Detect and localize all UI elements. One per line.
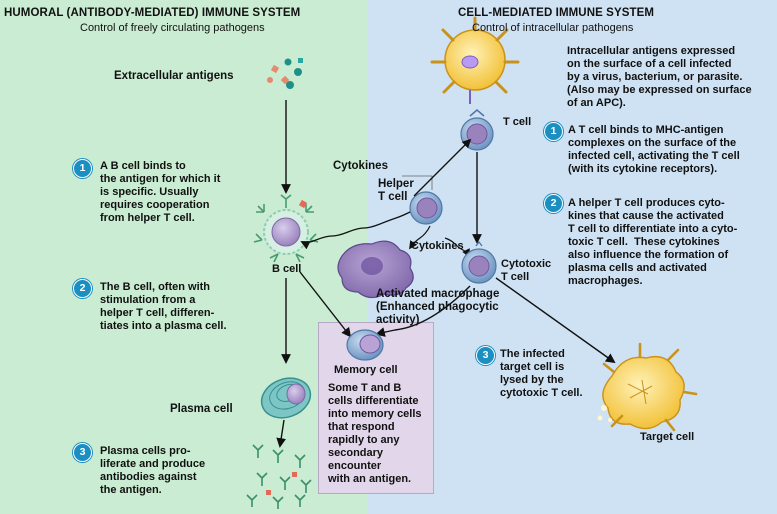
step-text-right-2: A helper T cell produces cyto- kines tha… <box>568 197 738 287</box>
extracellular-antigens-icon <box>267 58 303 89</box>
humoral-panel <box>0 0 368 514</box>
cytokines-label-top: Cytokines <box>333 160 388 172</box>
helper-t-cell-label: Helper T cell <box>378 178 414 203</box>
memory-cell-text: Some T and B cells differentiate into me… <box>328 382 422 485</box>
cytokine-arrow-to-macrophage <box>409 225 431 250</box>
target-cell-icon <box>597 342 698 432</box>
cytotoxic-t-cell-label: Cytotoxic T cell <box>501 258 552 283</box>
step-badge-right-1: 1 <box>544 122 563 141</box>
cell-mediated-subtitle: Control of intracellular pathogens <box>472 22 634 34</box>
cytokine-arrow-to-tcell <box>413 138 472 197</box>
cytokine-arrow-to-bcell <box>300 211 411 250</box>
step-badge-left-2: 2 <box>73 279 92 298</box>
memory-cell-label: Memory cell <box>334 364 398 376</box>
step-text-left-1: A B cell binds to the antigen for which … <box>100 160 221 224</box>
step-badge-right-3: 3 <box>476 346 495 365</box>
b-cell-icon <box>253 194 319 263</box>
step-badge-right-2: 2 <box>544 194 563 213</box>
cell-mediated-title: CELL-MEDIATED IMMUNE SYSTEM <box>458 7 655 19</box>
humoral-subtitle: Control of freely circulating pathogens <box>80 22 265 34</box>
cytokine-arrow-to-cytotoxic <box>444 237 470 258</box>
target-cell-label: Target cell <box>640 431 695 443</box>
step-text-right-1: A T cell binds to MHC-antigen complexes … <box>568 124 740 175</box>
plasma-cell-icon <box>260 377 312 419</box>
step-badge-left-3: 3 <box>73 443 92 462</box>
extracellular-antigens-label: Extracellular antigens <box>114 70 234 82</box>
t-cell-icon <box>460 108 494 151</box>
plasma-cell-label: Plasma cell <box>170 403 233 415</box>
step-text-left-2: The B cell, often with stimulation from … <box>100 281 227 332</box>
antigen-marker <box>266 490 271 495</box>
arrow-cytotoxic-to-memory <box>375 285 471 337</box>
cytokines-label-mid: Cytokines <box>411 240 464 252</box>
macrophage-label: Activated macrophage (Enhanced phagocyti… <box>376 288 500 326</box>
arrow-bcell-to-memory <box>299 271 352 338</box>
cytotoxic-t-cell-icon <box>461 240 497 284</box>
cell-mediated-panel <box>368 0 777 514</box>
humoral-title: HUMORAL (ANTIBODY-MEDIATED) IMMUNE SYSTE… <box>4 7 301 19</box>
arrow-plasma-to-antibodies <box>276 419 287 448</box>
step-badge-left-1: 1 <box>73 159 92 178</box>
helper-t-cell-icon <box>409 191 443 225</box>
activated-macrophage-icon <box>337 240 414 299</box>
infected-cell-icon <box>430 16 520 104</box>
b-cell-label: B cell <box>272 263 302 275</box>
intracellular-intro: Intracellular antigens expressed on the … <box>567 45 752 109</box>
label-leader-line <box>402 175 433 190</box>
arrow-cytotoxic-to-target <box>495 277 616 364</box>
step-text-right-3: The infected target cell is lysed by the… <box>500 348 583 399</box>
antigen-marker <box>292 472 297 477</box>
step-text-left-3: Plasma cells pro- liferate and produce a… <box>100 445 206 496</box>
memory-cell-icon <box>346 329 384 361</box>
t-cell-label: T cell <box>503 116 532 128</box>
antibodies-icon <box>246 444 312 509</box>
